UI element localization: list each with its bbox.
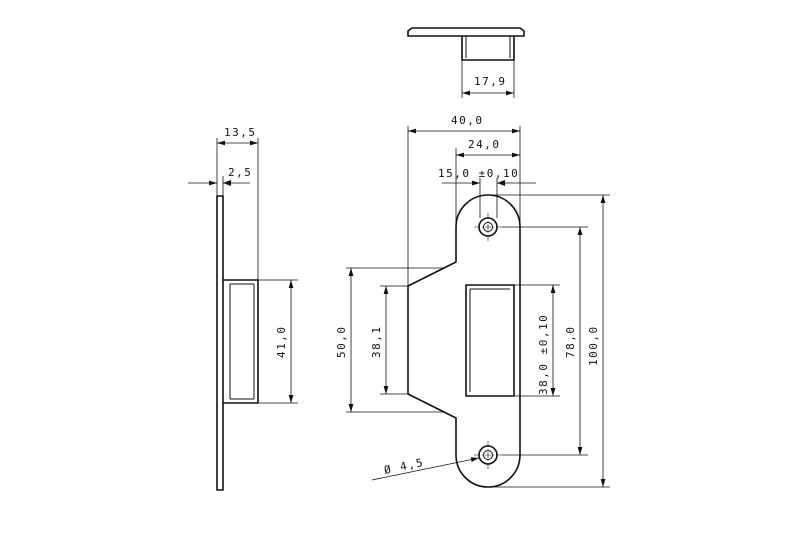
dim-top-width: 17,9 — [474, 75, 507, 88]
dim-slot-width: 15,0 ±0,10 — [438, 167, 519, 180]
dim-hole-spacing: 78,0 — [564, 326, 577, 359]
top-view-box — [461, 36, 515, 61]
front-view-plate-outline — [407, 194, 521, 488]
side-view: 13,5 2,5 41,0 — [188, 126, 298, 491]
dim-overall-height: 100,0 — [587, 325, 600, 366]
dim-overall-width: 40,0 — [451, 114, 484, 127]
dim-slot-height: 38,0 ±0,10 — [537, 314, 550, 395]
dim-side-thickness: 2,5 — [228, 166, 252, 179]
front-view: 40,0 24,0 15,0 ±0,10 50,0 38,1 38,0 ±0,1… — [335, 114, 610, 488]
front-view-slot — [465, 284, 515, 397]
side-view-plate — [216, 195, 224, 491]
top-view: 17,9 — [407, 27, 525, 98]
top-view-flange — [407, 27, 525, 37]
dim-side-depth: 13,5 — [224, 126, 257, 139]
dim-plate-width: 24,0 — [468, 138, 501, 151]
dim-lip-height-outer: 50,0 — [335, 326, 348, 359]
dim-lip-height-inner: 38,1 — [370, 326, 383, 359]
dim-side-height: 41,0 — [275, 326, 288, 359]
side-view-box — [223, 279, 259, 404]
